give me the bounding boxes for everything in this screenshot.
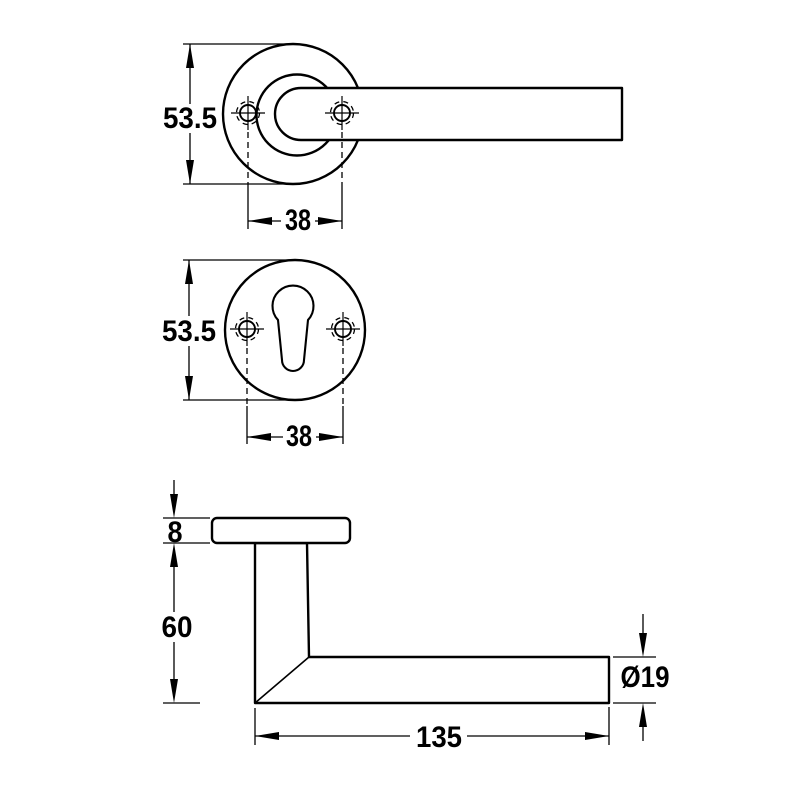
dim-label-lever-length: 135 bbox=[416, 721, 462, 754]
dimension-projection: 60 bbox=[162, 543, 200, 704]
view-escutcheon-front: 53.5 38 bbox=[162, 258, 367, 453]
dim-label-rose-diameter: 53.5 bbox=[163, 102, 217, 135]
euro-cylinder-keyhole bbox=[271, 284, 315, 372]
screw-hole-right bbox=[326, 312, 360, 346]
view-handle-side: 8 60 135 Ø19 bbox=[162, 480, 670, 754]
mitre-joint-line bbox=[254, 656, 310, 704]
dimension-screw-spacing: 38 bbox=[246, 348, 344, 453]
dimension-grip-diameter: Ø19 bbox=[613, 614, 670, 741]
dim-label-projection: 60 bbox=[162, 611, 193, 644]
dimension-lever-length: 135 bbox=[254, 707, 610, 754]
dim-label-screw-spacing: 38 bbox=[285, 204, 311, 237]
dimension-rose-diameter: 53.5 bbox=[163, 43, 293, 185]
dimension-screw-spacing: 38 bbox=[247, 132, 343, 237]
dim-label-escutcheon-diameter: 53.5 bbox=[162, 315, 216, 348]
lever-side-profile bbox=[253, 541, 611, 705]
dim-label-rose-thickness: 8 bbox=[168, 516, 183, 549]
lever-bar bbox=[273, 86, 624, 142]
dim-label-screw-spacing: 38 bbox=[286, 420, 312, 453]
screw-hole-right bbox=[325, 96, 359, 130]
dimension-escutcheon-diameter: 53.5 bbox=[162, 259, 297, 401]
screw-hole-left bbox=[230, 312, 264, 346]
screw-hole-left bbox=[231, 96, 265, 130]
rose-plate-side bbox=[210, 516, 352, 545]
view-handle-front: 53.5 38 bbox=[163, 42, 624, 237]
dimension-rose-thickness: 8 bbox=[163, 480, 210, 549]
dim-label-grip-diameter: Ø19 bbox=[621, 661, 670, 694]
